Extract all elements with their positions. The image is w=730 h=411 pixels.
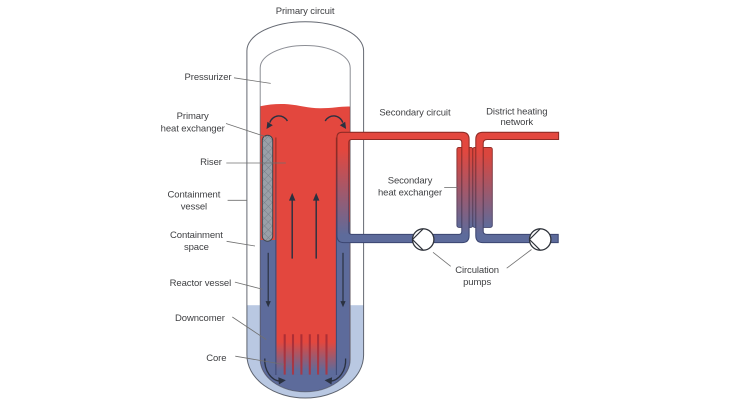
svg-text:space: space	[184, 242, 209, 253]
svg-text:Secondary: Secondary	[388, 176, 433, 187]
svg-text:vessel: vessel	[181, 201, 207, 212]
svg-text:Secondary circuit: Secondary circuit	[379, 108, 451, 119]
svg-text:District heating: District heating	[486, 107, 547, 118]
svg-text:Riser: Riser	[200, 157, 222, 168]
svg-text:Pressurizer: Pressurizer	[185, 72, 232, 83]
svg-text:Downcomer: Downcomer	[175, 313, 225, 324]
svg-text:Primary circuit: Primary circuit	[276, 6, 335, 17]
svg-text:Circulation: Circulation	[455, 265, 499, 276]
svg-text:Reactor vessel: Reactor vessel	[170, 278, 231, 289]
svg-text:pumps: pumps	[463, 277, 491, 288]
svg-text:heat exchanger: heat exchanger	[378, 187, 442, 198]
svg-text:Core: Core	[206, 353, 226, 364]
svg-text:heat exchanger: heat exchanger	[161, 124, 225, 135]
svg-text:Containment: Containment	[168, 189, 221, 200]
svg-text:network: network	[501, 117, 534, 128]
svg-text:Containment: Containment	[170, 230, 223, 241]
svg-text:Primary: Primary	[177, 111, 209, 122]
